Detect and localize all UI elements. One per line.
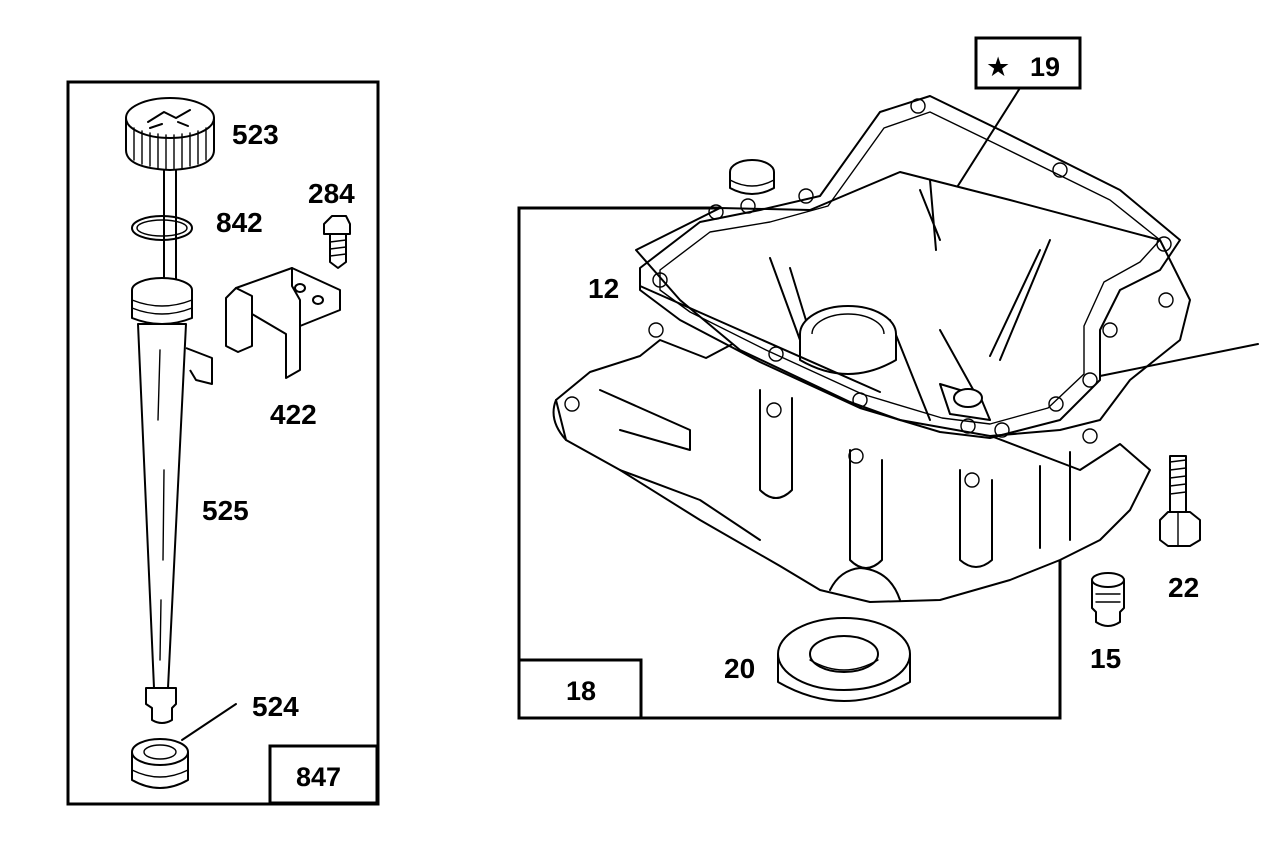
part-842-label: 842	[216, 207, 263, 238]
part-284-label: 284	[308, 178, 355, 209]
dipstick-group-frame	[66, 80, 380, 806]
bracket	[225, 267, 341, 379]
screw	[323, 215, 351, 269]
dipstick-tube	[131, 277, 213, 724]
box-847-label: 847	[296, 762, 341, 792]
part-19-label: 19	[1030, 52, 1060, 82]
part-523-label: 523	[232, 119, 279, 150]
oil-seal	[777, 617, 911, 702]
box-18-label: 18	[566, 676, 596, 706]
bolt	[1159, 455, 1201, 547]
o-ring	[131, 215, 193, 241]
part-12-label: 12	[588, 273, 619, 304]
box-847-frame	[268, 744, 379, 805]
box-18-frame	[517, 658, 643, 720]
part-524-label: 524	[252, 691, 299, 722]
sump-group: 18 ★ 19	[517, 36, 1259, 720]
star-symbol: ★	[986, 52, 1010, 82]
part-422-label: 422	[270, 399, 317, 430]
drain-plug	[1091, 572, 1125, 627]
dipstick-cap	[125, 97, 215, 283]
dipstick-group: 847 523 842 284 422	[66, 80, 380, 806]
box-19-frame	[974, 36, 1082, 90]
part-22-label: 22	[1168, 572, 1199, 603]
part-20-label: 20	[724, 653, 755, 684]
grommet	[131, 703, 237, 789]
part-525-label: 525	[202, 495, 249, 526]
sump-body	[552, 95, 1191, 603]
part-15-label: 15	[1090, 643, 1121, 674]
